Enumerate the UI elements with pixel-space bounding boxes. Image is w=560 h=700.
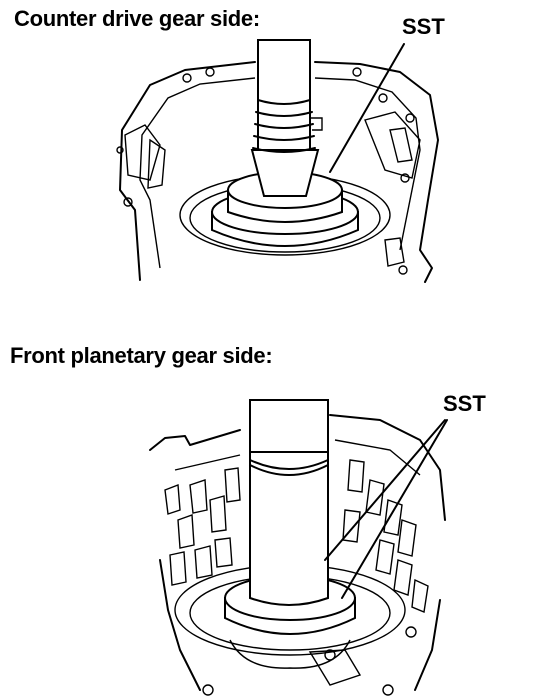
counter-drive-gear-illustration	[116, 39, 439, 283]
sst-callout-bottom: SST	[443, 391, 486, 416]
front-planetary-gear-side-heading: Front planetary gear side:	[10, 343, 273, 368]
counter-drive-gear-side-heading: Counter drive gear side:	[14, 6, 260, 31]
front-planetary-gear-illustration	[149, 399, 448, 696]
sst-callout-top: SST	[402, 14, 445, 39]
